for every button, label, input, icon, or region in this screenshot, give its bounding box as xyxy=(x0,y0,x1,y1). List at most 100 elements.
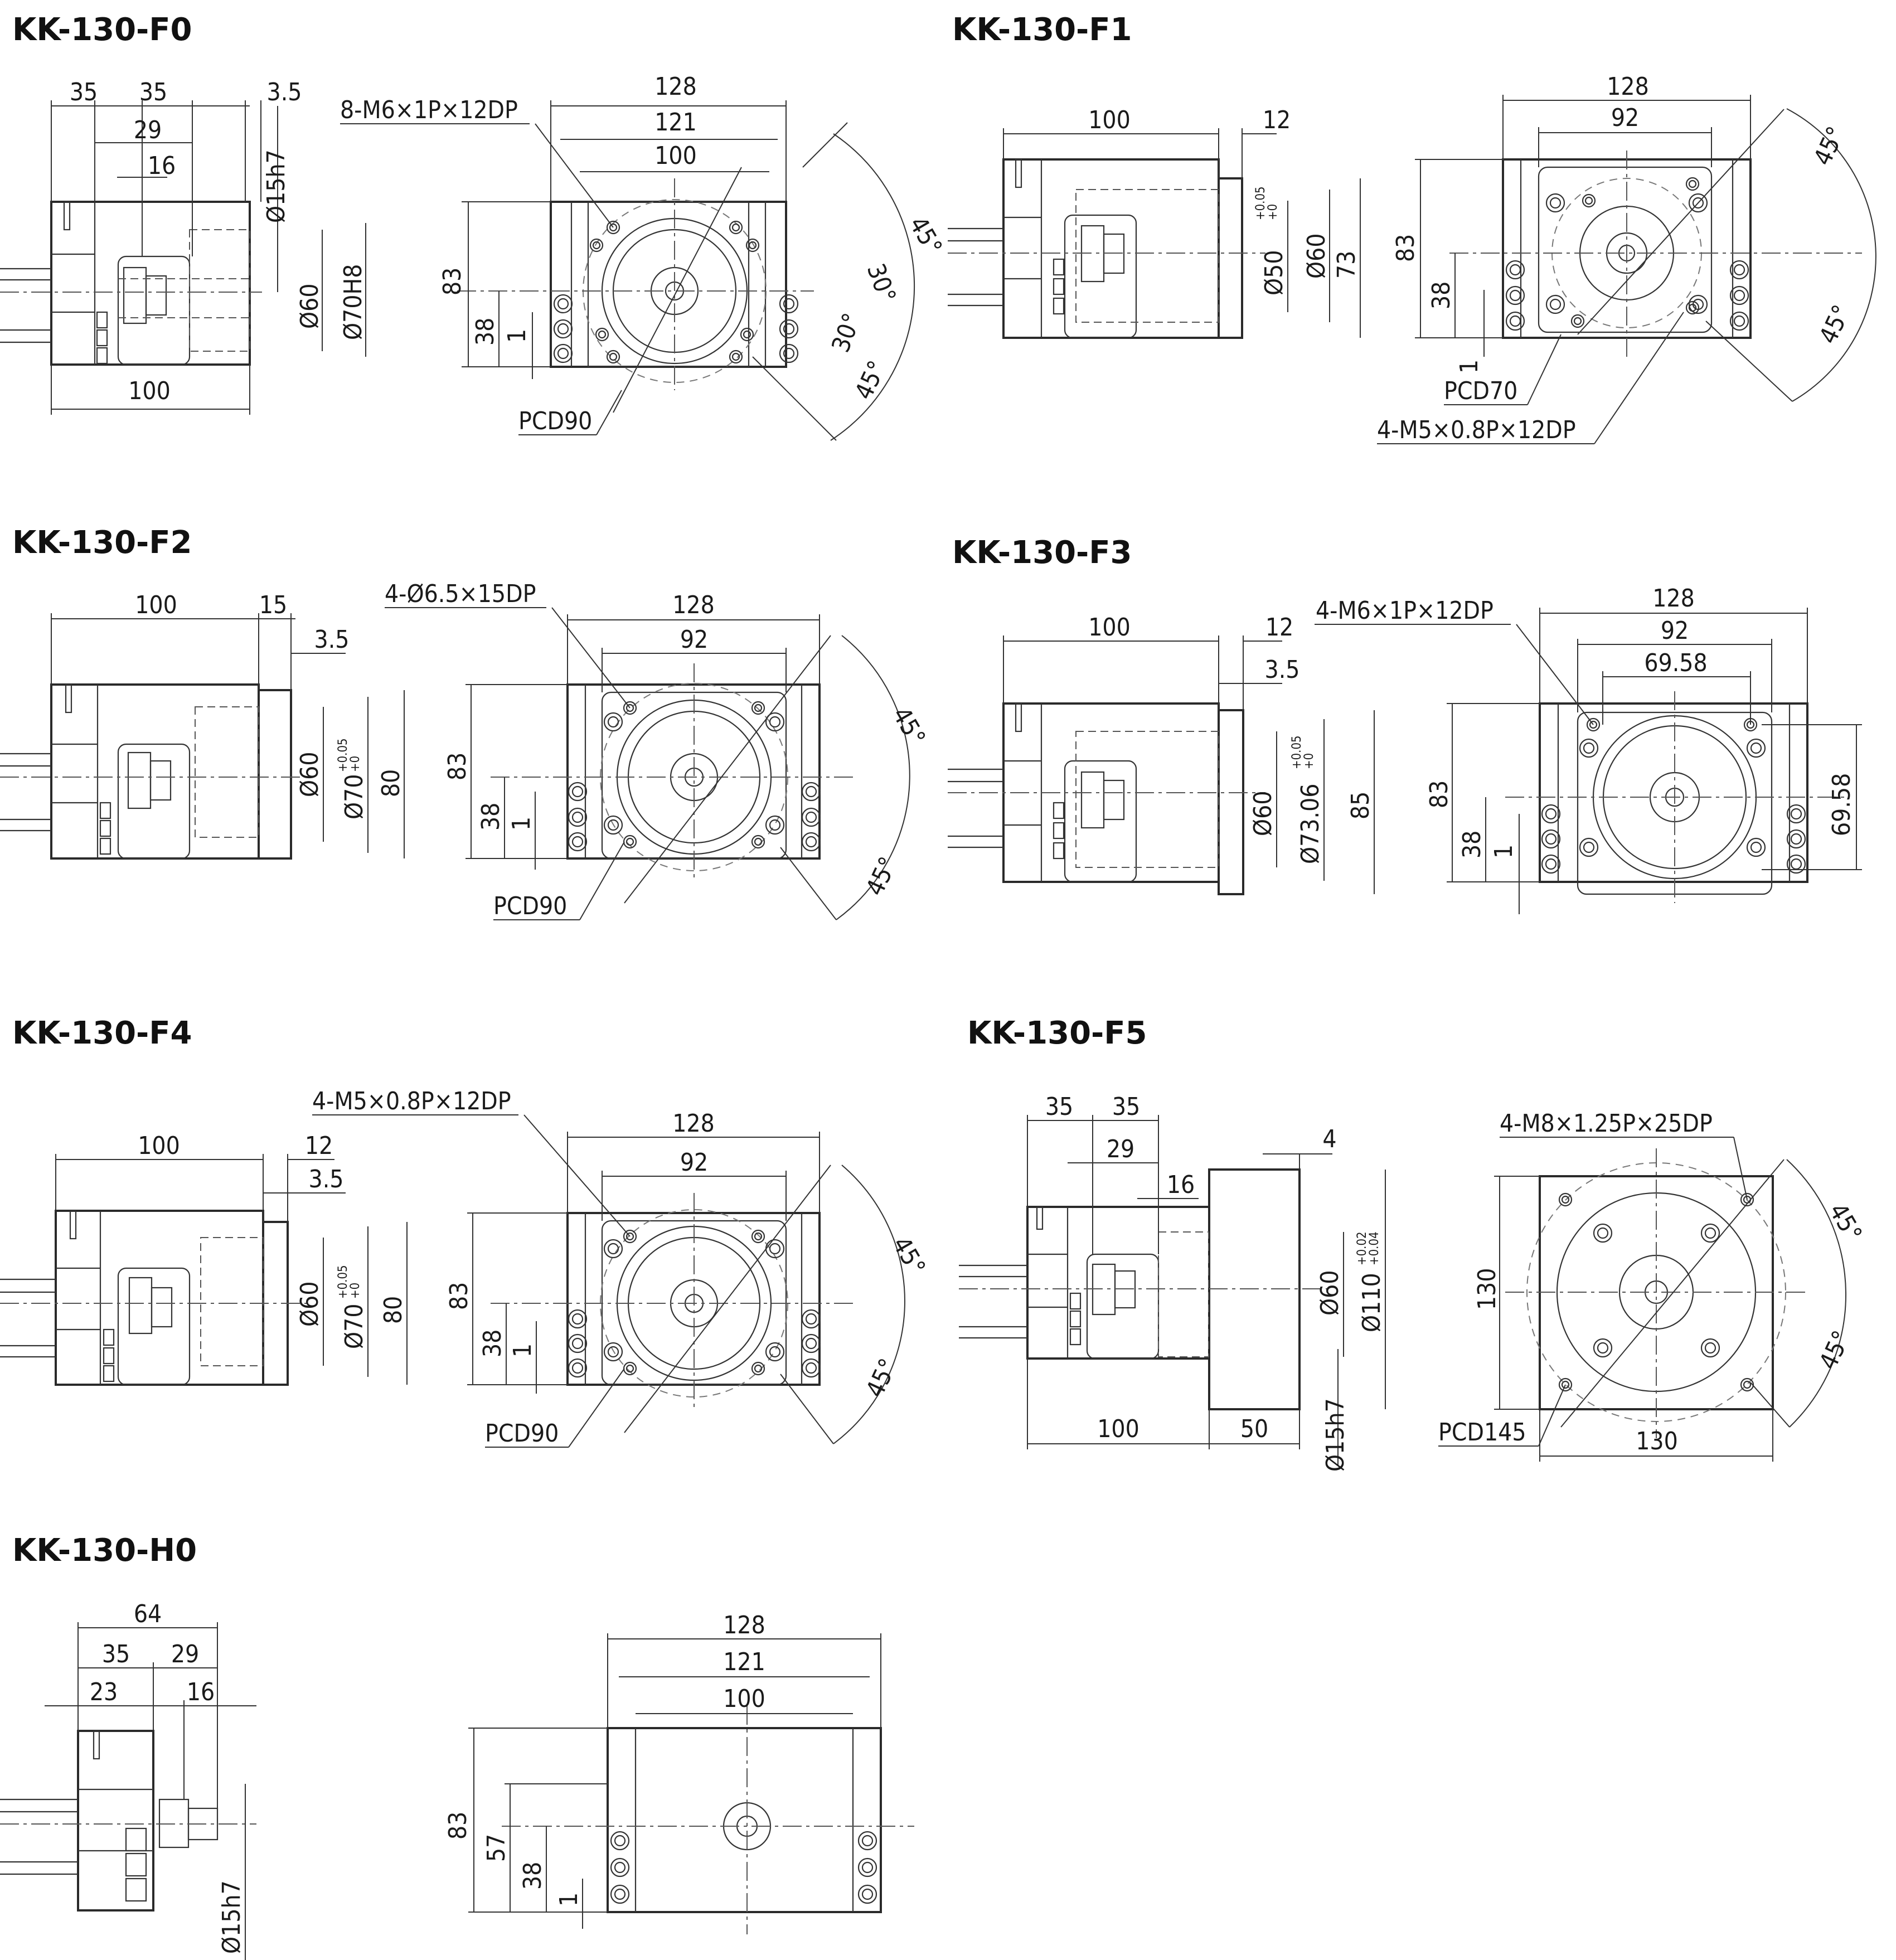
front-view: 45° 45° 130 4-M8×1.25P×25DP PCD145 130 xyxy=(1438,1109,1868,1462)
dimension-label: 121 xyxy=(723,1648,765,1676)
dimension-label: 80 xyxy=(377,769,405,797)
dimension-label: 12 xyxy=(1265,613,1293,642)
dimension-label: 83 xyxy=(443,753,472,780)
dimension-label: +0 xyxy=(348,1283,362,1299)
front-view: 128 92 4-M5×0.8P×12DP 83 38 1 45° 45° PC… xyxy=(312,1087,931,1448)
dimension-label: 100 xyxy=(1088,613,1131,642)
dimension-label: Ø73.06 xyxy=(1296,784,1325,864)
dimension-label: 128 xyxy=(723,1611,765,1639)
view-title: KK-130-F2 xyxy=(12,525,192,561)
dimension-label: 92 xyxy=(680,625,708,654)
dimension-label: 80 xyxy=(379,1296,408,1324)
dimension-label: 121 xyxy=(654,108,697,137)
dimension-label: 1 xyxy=(1455,360,1483,373)
view-title: KK-130-F4 xyxy=(12,1015,192,1051)
side-view: 100 15 3.5 Ø60 Ø70 +0.05 +0 80 xyxy=(0,591,405,860)
dimension-label: 100 xyxy=(1088,106,1131,134)
front-view: 128 92 69.58 4-M6×1P×12DP 83 38 1 69.58 xyxy=(1315,584,1862,914)
dimension-label: 15 xyxy=(259,591,287,619)
dimension-label: 45° xyxy=(903,212,947,260)
side-view: 100 12 3.5 Ø60 Ø73.06 +0.05 +0 85 xyxy=(948,613,1375,895)
dimension-label: 45° xyxy=(861,1355,903,1402)
dimension-label: +0 xyxy=(348,756,362,772)
dimension-label: 83 xyxy=(445,1282,473,1310)
dimension-label: 3.5 xyxy=(309,1165,344,1194)
side-view: 35 35 3.5 29 16 Ø15h7 Ø60 Ø70H8 100 xyxy=(0,78,367,415)
dimension-label: PCD90 xyxy=(493,892,567,920)
dimension-label: Ø70 xyxy=(340,774,368,819)
dimension-label: 16 xyxy=(1167,1171,1195,1199)
dimension-label: Ø60 xyxy=(295,751,324,797)
dimension-label: +0.04 xyxy=(1368,1231,1381,1265)
dimension-label: 38 xyxy=(518,1862,547,1890)
dimension-label: Ø70 xyxy=(340,1303,368,1349)
front-view: 128 121 100 83 57 38 1 xyxy=(444,1611,914,1934)
front-view: 128 121 100 8-M6×1P×12DP 83 38 1 45° 30°… xyxy=(340,72,948,441)
dimension-label: 100 xyxy=(135,591,177,619)
dimension-label: 3.5 xyxy=(314,625,350,654)
dimension-label: 35 xyxy=(70,78,98,106)
dimension-label: 35 xyxy=(102,1640,130,1668)
dimension-label: 69.58 xyxy=(1827,773,1856,836)
dimension-label: 128 xyxy=(1607,72,1649,101)
dimension-label: 85 xyxy=(1346,792,1375,819)
dimension-label: 38 xyxy=(471,318,500,346)
dimension-label: 69.58 xyxy=(1644,649,1707,677)
dimension-label: Ø15h7 xyxy=(1321,1398,1350,1472)
dimension-label: 1 xyxy=(555,1893,583,1906)
dimension-label: 128 xyxy=(672,1109,715,1138)
dimension-label: 92 xyxy=(1611,104,1639,132)
dimension-label: 3.5 xyxy=(267,78,302,106)
dimension-label: PCD90 xyxy=(518,407,592,435)
dimension-label: 45° xyxy=(1814,1327,1856,1374)
side-view: 64 35 29 23 16 Ø15h7 xyxy=(0,1600,256,1960)
dimension-label: 29 xyxy=(134,116,162,144)
view-title: KK-130-F3 xyxy=(952,535,1132,571)
view-title: KK-130-F0 xyxy=(12,12,192,48)
dimension-label: 45° xyxy=(1814,301,1856,348)
front-view: 128 92 83 38 1 45° 45° PCD70 4-M5×0.8P×1… xyxy=(1377,72,1876,444)
dimension-label: 4-M5×0.8P×12DP xyxy=(312,1087,511,1115)
dimension-label: 8-M6×1P×12DP xyxy=(340,96,518,124)
dimension-label: 29 xyxy=(1107,1135,1134,1163)
dimension-label: 100 xyxy=(1097,1415,1139,1443)
dimension-label: 35 xyxy=(1112,1093,1140,1121)
view-f4: KK-130-F4 100 xyxy=(0,1015,931,1448)
dimension-label: 128 xyxy=(672,591,715,619)
dimension-label: Ø60 xyxy=(1302,233,1331,279)
dimension-label: 4-M5×0.8P×12DP xyxy=(1377,416,1576,444)
dimension-label: 100 xyxy=(723,1685,765,1713)
dimension-label: Ø15h7 xyxy=(217,1880,246,1954)
dimension-label: 83 xyxy=(1391,234,1420,262)
dimension-label: Ø110 xyxy=(1357,1273,1386,1332)
dimension-label: 1 xyxy=(508,1343,537,1357)
dimension-label: 12 xyxy=(305,1132,333,1160)
dimension-label: 100 xyxy=(128,377,171,405)
dimension-label: 50 xyxy=(1240,1415,1268,1443)
side-view: 35 35 29 16 4 Ø60 Ø110 +0.02 +0.04 100 5… xyxy=(959,1093,1386,1472)
dimension-label: Ø15h7 xyxy=(262,149,290,223)
dimension-label: +0.05 xyxy=(336,738,350,772)
dimension-label: Ø60 xyxy=(295,283,324,329)
view-f3: KK-130-F3 100 xyxy=(948,535,1862,914)
dimension-label: 4-M8×1.25P×25DP xyxy=(1500,1109,1713,1138)
dimension-label: 83 xyxy=(1425,780,1453,808)
view-title: KK-130-F1 xyxy=(952,12,1132,48)
dimension-label: 38 xyxy=(477,803,505,831)
dimension-label: 1 xyxy=(503,329,531,343)
dimension-label: 45° xyxy=(1808,123,1851,170)
dimension-label: Ø60 xyxy=(1249,790,1277,836)
dimension-label: 38 xyxy=(1458,831,1486,858)
dimension-label: 45° xyxy=(886,702,930,750)
dimension-label: 29 xyxy=(171,1640,199,1668)
side-view: 100 12 Ø50 +0.05 +0 Ø60 73 xyxy=(948,106,1361,339)
dimension-label: 35 xyxy=(139,78,167,106)
dimension-label: 4-Ø6.5×15DP xyxy=(385,580,536,608)
dimension-label: 38 xyxy=(1427,282,1456,309)
view-f5: KK-130-F5 35 35 xyxy=(959,1015,1868,1472)
dimension-label: 57 xyxy=(482,1834,511,1862)
dimension-label: +0.05 xyxy=(336,1265,350,1299)
dimension-label: 83 xyxy=(438,268,467,295)
view-f0: KK-130-F0 xyxy=(0,12,948,441)
